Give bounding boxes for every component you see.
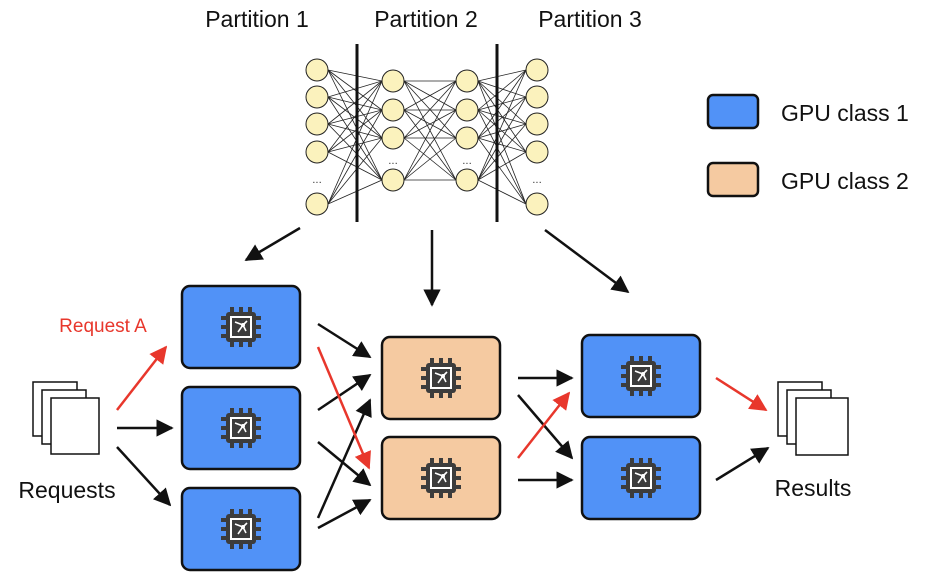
network-edge [327, 179, 383, 205]
neuron [455, 69, 479, 93]
neuron [381, 98, 405, 122]
legend-label-gpu-class-1: GPU class 1 [781, 100, 909, 126]
gpu-chip-icon [220, 508, 262, 550]
network-edge [403, 137, 457, 181]
results-label: Results [775, 475, 852, 501]
network-edge [327, 69, 383, 111]
network-ellipses: ... ... ... ... [312, 156, 542, 186]
network-edge [327, 137, 383, 153]
network-edge [327, 80, 383, 205]
legend-label-gpu-class-2: GPU class 2 [781, 168, 909, 194]
gpu-chip-icon [220, 407, 262, 449]
layer-4-ellipsis: ... [532, 175, 542, 186]
network-edge [477, 151, 527, 181]
requests-label: Requests [18, 477, 115, 503]
gpu-chip-icon [620, 355, 662, 397]
network-edge [403, 80, 457, 139]
network-edge [327, 69, 383, 181]
network-edge [327, 123, 383, 181]
network-edge [477, 80, 527, 153]
network-edge [327, 80, 383, 98]
network-edge [477, 69, 527, 181]
partition-assignment-arrows [244, 226, 630, 307]
requests-document-stack [32, 381, 100, 455]
partition-1-label: Partition 1 [205, 6, 309, 32]
network-edge [403, 80, 457, 111]
network-edge [327, 109, 383, 153]
network-edge [477, 80, 527, 205]
gpu-chip-icon [220, 306, 262, 348]
network-edge [477, 80, 527, 125]
network-edge [477, 123, 527, 139]
layer-3-ellipsis: ... [462, 156, 472, 167]
flow-arrows [116, 322, 770, 530]
partition-1-arrow [244, 226, 301, 262]
partition-2-label: Partition 2 [374, 6, 478, 32]
network-edge [327, 96, 383, 111]
network-edge [403, 109, 457, 181]
network-edge [327, 151, 383, 181]
neuron [455, 126, 479, 150]
neuron [305, 112, 329, 136]
layer-1-ellipsis: ... [312, 175, 322, 186]
network-edge [327, 80, 383, 125]
layer-2-ellipsis: ... [388, 156, 398, 167]
neuron [305, 192, 329, 216]
network-edge [477, 69, 527, 82]
network-edge [403, 109, 457, 139]
partition-3-arrow [544, 228, 630, 294]
neuron [455, 168, 479, 192]
neuron [455, 98, 479, 122]
network-edge [327, 69, 383, 82]
results-document-stack [777, 381, 849, 456]
network-edge [477, 179, 527, 205]
network-edge [477, 109, 527, 205]
neuron [381, 168, 405, 192]
network-edge [477, 69, 527, 139]
partition-3-label: Partition 3 [538, 6, 642, 32]
network-neurons [305, 58, 549, 216]
gpu-chip-icon [620, 457, 662, 499]
neuron [305, 140, 329, 164]
request-a-label: Request A [59, 316, 147, 337]
request-a-path [116, 345, 768, 470]
neuron [525, 112, 549, 136]
network-edge [477, 69, 527, 111]
network-edge [477, 96, 527, 181]
neuron [525, 140, 549, 164]
network-edge [327, 137, 383, 205]
network-edge [327, 109, 383, 205]
network-edge [477, 137, 527, 205]
network-edge [327, 80, 383, 153]
neuron [305, 58, 329, 82]
network-edge [477, 137, 527, 153]
network-edge [477, 96, 527, 139]
network-edge [327, 96, 383, 139]
gpu-stage-1 [180, 284, 302, 572]
network-edges [327, 69, 527, 205]
neuron [525, 85, 549, 109]
neuron [525, 58, 549, 82]
gpu-stage-2 [380, 335, 502, 521]
neuron [381, 126, 405, 150]
network-edge [327, 69, 383, 139]
legend-swatch-gpu-class-2 [706, 161, 760, 198]
network-edge [403, 80, 457, 181]
neuron [381, 69, 405, 93]
network-edge [477, 80, 527, 98]
network-edge [477, 123, 527, 181]
legend-swatch-gpu-class-1 [706, 93, 760, 130]
gpu-chip-icon [420, 357, 462, 399]
gpu-chip-icon [420, 457, 462, 499]
gpu-stage-3 [580, 333, 702, 521]
neuron [525, 192, 549, 216]
network-edge [327, 96, 383, 181]
neuron [305, 85, 329, 109]
